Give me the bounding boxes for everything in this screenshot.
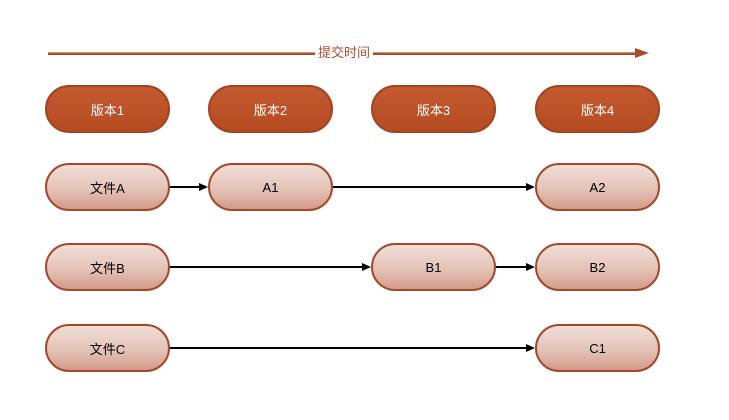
version-node-2: 版本2 [208, 85, 333, 133]
revision-node-a2: A2 [535, 163, 660, 211]
connector-fileB-to-B1 [170, 263, 371, 271]
timeline-label: 提交时间 [315, 45, 374, 61]
revision-node-b1: B1 [371, 243, 496, 291]
revision-node-b2: B2 [535, 243, 660, 291]
file-node-c: 文件C [45, 324, 170, 372]
connector-fileA-to-A1 [170, 183, 208, 191]
file-node-b: 文件B [45, 243, 170, 291]
file-node-a: 文件A [45, 163, 170, 211]
connector-B1-to-B2 [496, 263, 535, 271]
version-node-1: 版本1 [45, 85, 170, 133]
connector-A1-to-A2 [333, 183, 535, 191]
version-node-3: 版本3 [371, 85, 496, 133]
version-node-4: 版本4 [535, 85, 660, 133]
revision-node-a1: A1 [208, 163, 333, 211]
connector-fileC-to-C1 [170, 344, 535, 352]
timeline-arrowhead-icon [635, 48, 649, 58]
revision-node-c1: C1 [535, 324, 660, 372]
